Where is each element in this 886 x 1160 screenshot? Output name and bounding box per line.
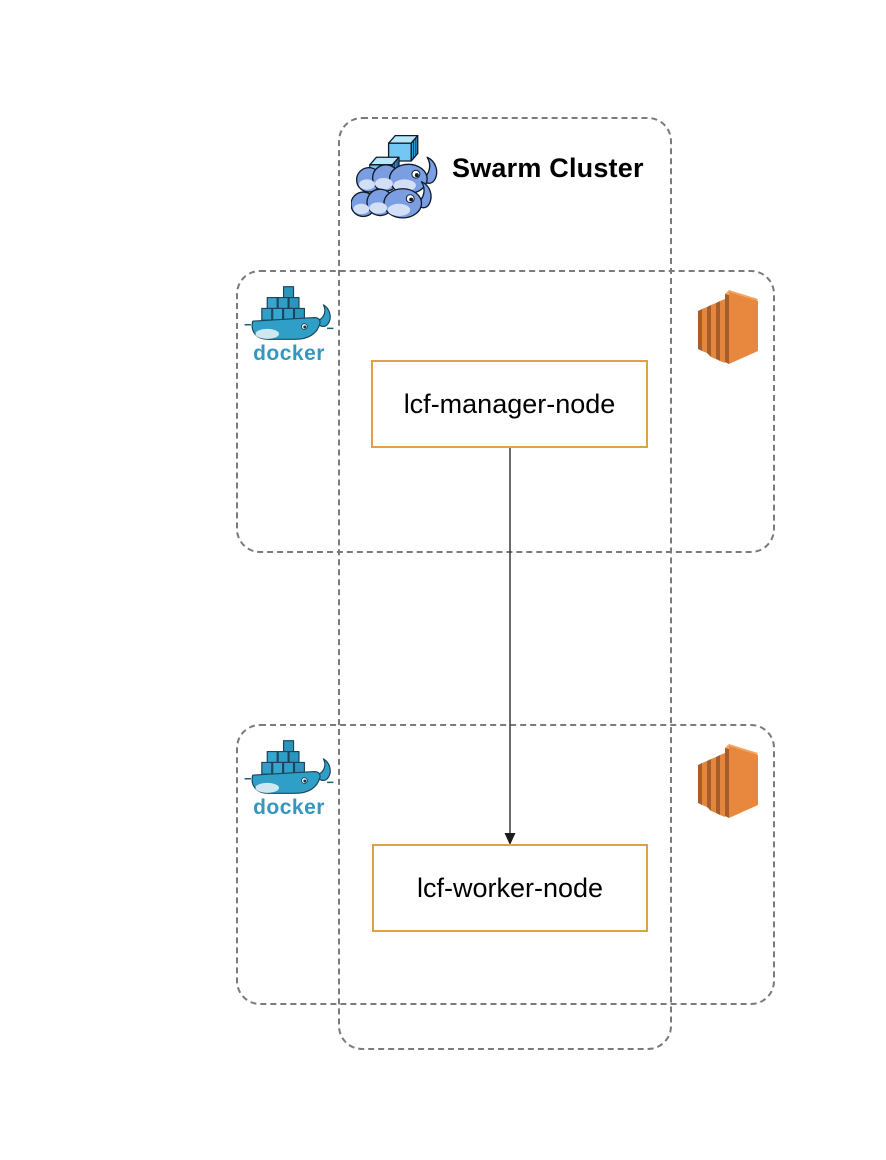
aws-ec2-icon-worker: [698, 744, 758, 818]
worker-node-label: lcf-worker-node: [416, 872, 604, 903]
worker-node-box: lcf-worker-node: [372, 844, 648, 932]
docker-logo-manager: docker: [243, 284, 335, 364]
manager-host-boundary: [236, 270, 775, 553]
manager-node-box: lcf-manager-node: [371, 360, 648, 448]
aws-ec2-icon-manager: [698, 290, 758, 364]
swarm-cluster-boundary: [338, 117, 672, 1050]
docker-wordmark: docker: [253, 342, 325, 365]
docker-whale-icon: [244, 740, 334, 794]
docker-whale-icon: [244, 286, 334, 340]
docker-wordmark: docker: [253, 796, 325, 819]
worker-host-boundary: [236, 724, 775, 1005]
docker-swarm-icon: [351, 134, 438, 219]
docker-logo-worker: docker: [243, 738, 335, 818]
manager-node-label: lcf-manager-node: [403, 388, 616, 419]
cluster-title: Swarm Cluster: [452, 153, 644, 183]
manager-worker-arrow: [504, 448, 516, 845]
